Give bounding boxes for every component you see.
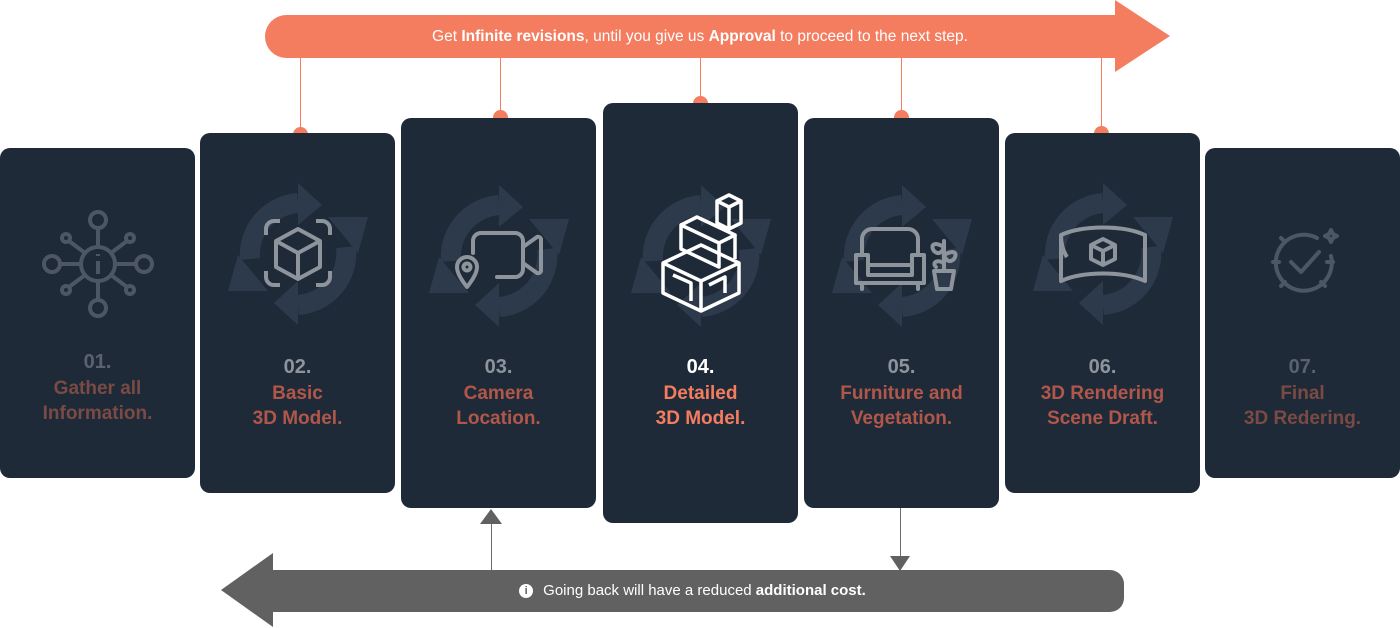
revisions-banner-bar: [265, 15, 1120, 58]
step-card-07: 07. Final 3D Redering.: [1205, 148, 1400, 478]
step-title-line2: Scene Draft.: [1047, 408, 1158, 429]
step-number: 05.: [887, 356, 916, 378]
step-title-line2: 3D Redering.: [1243, 408, 1362, 429]
step-title-line1: Furniture and: [840, 383, 963, 404]
step-number: 07.: [1288, 356, 1317, 378]
armchair-plant-icon: [822, 175, 982, 335]
right-arrow-head: [1115, 0, 1170, 72]
step-title-line1: Final: [1280, 383, 1325, 404]
step-number: 01.: [83, 351, 112, 373]
step-number: 04.: [686, 356, 715, 378]
going-back-bar: [271, 570, 1124, 612]
step-card-01: 01. Gather all Information.: [0, 148, 195, 478]
step-title-line1: Gather all: [53, 378, 142, 399]
revisions-banner-text: Get Infinite revisions, until you give u…: [432, 28, 968, 45]
connector-line-06: [1101, 58, 1102, 134]
forward-connector-line: [900, 508, 901, 556]
down-arrow-head: [890, 556, 910, 571]
step-card-02: 02. Basic 3D Model.: [200, 133, 395, 493]
step-title-line2: Information.: [42, 403, 153, 424]
step-card-03: 03. Camera Location.: [401, 118, 596, 508]
step-title-line1: 3D Rendering: [1040, 383, 1165, 404]
step-title-line1: Camera: [463, 383, 534, 404]
step-title-line1: Detailed: [663, 383, 738, 404]
step-title-line2: 3D Model.: [252, 408, 343, 429]
step-number: 03.: [484, 356, 513, 378]
check-circle-sparkle-icon: [1223, 180, 1383, 340]
panorama-cube-icon: [1023, 173, 1183, 333]
left-arrow-head: [221, 553, 273, 627]
revisions-banner-arrow: Get Infinite revisions, until you give u…: [265, 0, 1170, 73]
info-network-icon: [18, 180, 178, 340]
up-arrow-head: [480, 509, 502, 524]
step-card-04: 04. Detailed 3D Model.: [603, 103, 798, 523]
info-icon: i: [519, 584, 534, 598]
step-title-line2: 3D Model.: [655, 408, 746, 429]
building-3d-icon: [621, 175, 781, 335]
video-camera-location-icon: [419, 175, 579, 335]
step-number: 06.: [1088, 356, 1117, 378]
step-title-line2: Location.: [456, 408, 541, 429]
connector-line-04: [700, 58, 701, 104]
connector-line-03: [500, 58, 501, 118]
step-card-06: 06. 3D Rendering Scene Draft.: [1005, 133, 1200, 493]
cube-frame-icon: [218, 173, 378, 333]
step-title-line1: Basic: [272, 383, 323, 404]
back-connector-line: [491, 524, 492, 570]
connector-line-05: [901, 58, 902, 118]
step-title-line2: Vegetation.: [850, 408, 953, 429]
step-card-05: 05. Furniture and Vegetation.: [804, 118, 999, 508]
connector-line-02: [300, 58, 301, 134]
step-number: 02.: [283, 356, 312, 378]
